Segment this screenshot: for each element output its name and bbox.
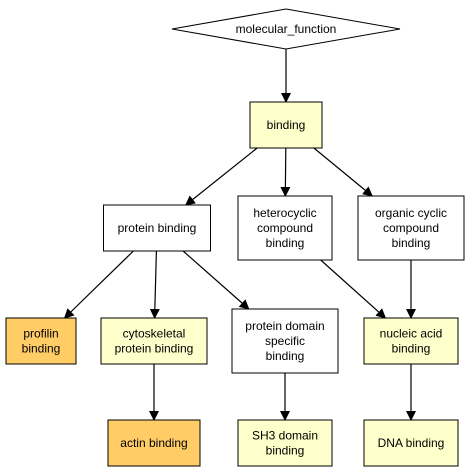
edge-binding-to-heterocyclic-compound-binding <box>280 147 291 197</box>
node-label-line: profilin <box>23 327 58 341</box>
node-label-line: binding <box>266 236 305 250</box>
node-label-line: binding <box>266 444 305 458</box>
node-box <box>107 419 201 467</box>
node-label-line: specific <box>265 334 305 348</box>
node-label-line: actin binding <box>120 436 187 450</box>
node-label-line: binding <box>22 342 61 356</box>
edge-protein-binding-to-cytoskeletal-protein-binding <box>149 250 160 319</box>
edge-protein-binding-to-protein-domain-specific-binding <box>182 250 250 310</box>
node-box <box>231 308 339 374</box>
node-label-line: compound <box>257 221 313 235</box>
node-label-line: protein domain <box>245 319 324 333</box>
node-label-line: binding <box>267 118 306 132</box>
node-box <box>237 195 333 261</box>
node-box <box>103 204 211 252</box>
node-molecular-function: molecular_function <box>171 8 401 50</box>
node-box <box>249 101 323 149</box>
node-label-line: protein binding <box>118 221 197 235</box>
edge-protein-binding-to-profilin-binding <box>63 250 134 319</box>
node-label-line: binding <box>392 342 431 356</box>
node-actin-binding: actin binding <box>107 419 201 467</box>
node-label-line: protein binding <box>115 342 194 356</box>
node-binding: binding <box>249 101 323 149</box>
node-label-line: molecular_function <box>236 22 337 36</box>
node-label-line: organic cyclic <box>375 206 447 220</box>
node-label-line: nucleic acid <box>380 327 443 341</box>
edges-layer <box>63 49 416 421</box>
edge-heterocyclic-compound-binding-to-nucleic-acid-binding <box>320 259 387 319</box>
node-label-line: DNA binding <box>378 436 445 450</box>
node-label-line: heterocyclic <box>253 206 316 220</box>
node-box <box>363 419 459 467</box>
node-label-line: SH3 domain <box>252 429 318 443</box>
node-dna-binding: DNA binding <box>363 419 459 467</box>
node-label-line: binding <box>266 349 305 363</box>
node-box <box>363 317 459 365</box>
node-box <box>5 317 77 365</box>
node-box <box>237 419 333 467</box>
node-protein-binding: protein binding <box>103 204 211 252</box>
node-label-line: binding <box>392 236 431 250</box>
node-diamond <box>171 8 401 50</box>
node-box <box>357 195 465 261</box>
edge-binding-to-organic-cyclic-compound-binding <box>313 147 373 197</box>
node-label-line: cytoskeletal <box>123 327 186 341</box>
node-box <box>100 317 208 365</box>
node-label-line: compound <box>383 221 439 235</box>
edge-binding-to-protein-binding <box>185 147 258 206</box>
